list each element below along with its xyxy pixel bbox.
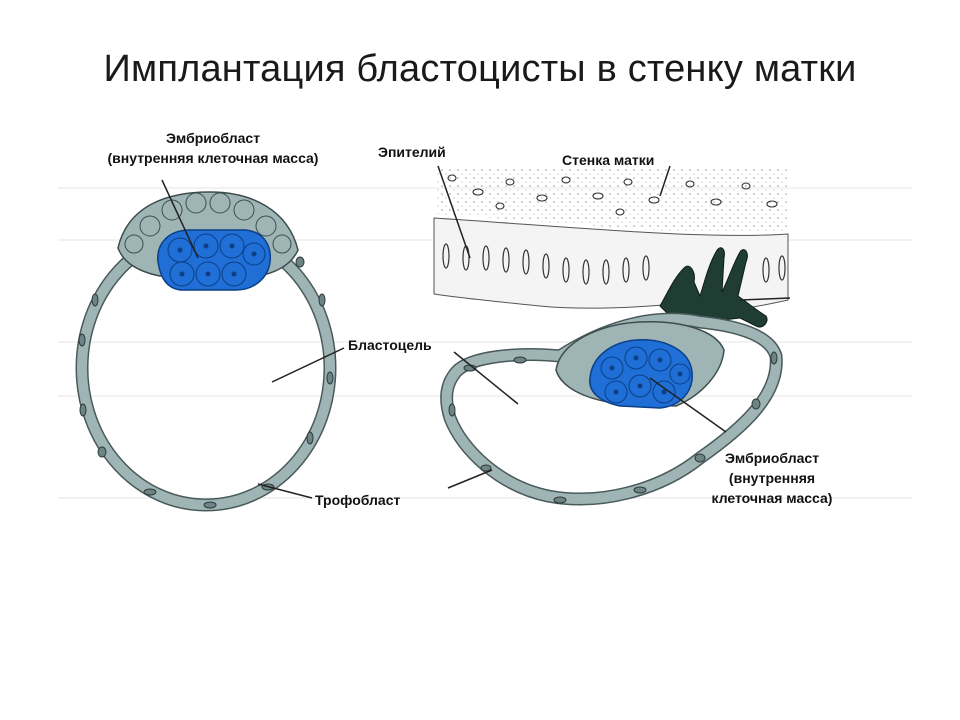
leader-lines-left [161,179,345,499]
label-trophoblast: Трофобласт [315,492,401,508]
leader-lines-right [437,165,791,489]
blastocyst-left [75,191,337,512]
blastocyst-right [440,312,783,506]
invading-trophoblast [659,247,768,328]
label-epithelium: Эпителий [378,144,446,160]
embryoblast-blue-left [157,229,272,291]
label-uterine-wall: Стенка матки [562,152,655,168]
label-embryoblast-left: Эмбриобласт (внутренняя клеточная масса) [107,130,319,166]
uterine-wall [433,168,789,328]
label-embryoblast-right: Эмбриобласт (внутренняя клеточная масса) [711,450,833,506]
uterine-stroma [436,168,788,234]
slide-title: Имплантация бластоцисты в стенку матки [103,48,857,90]
label-blastocoel: Бластоцель [348,337,432,353]
